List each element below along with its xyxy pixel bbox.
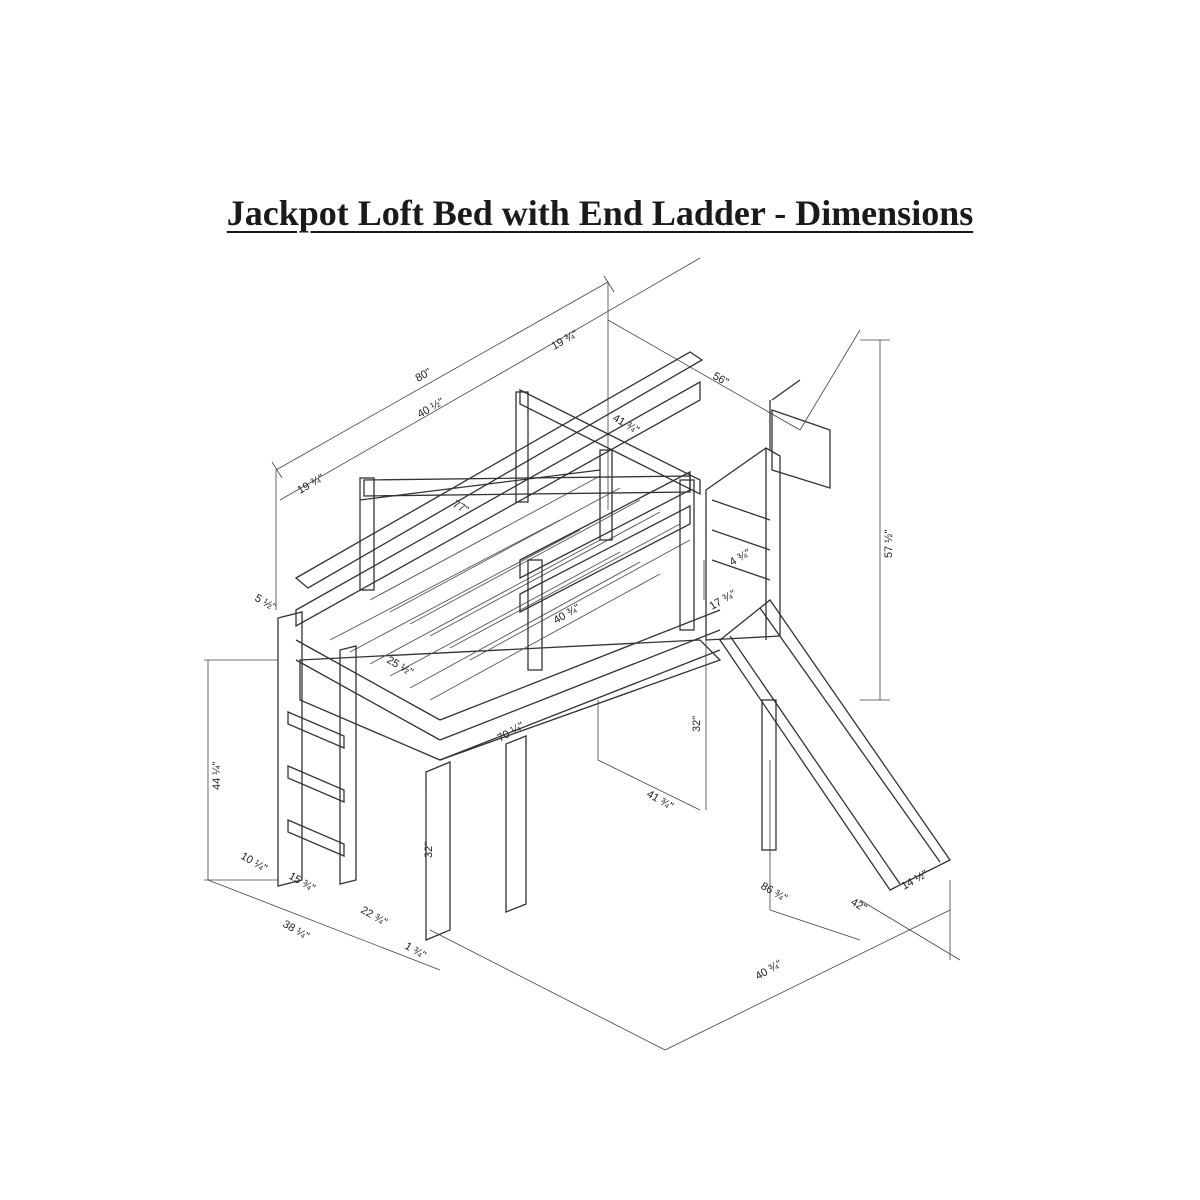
lower-dimension-lines (204, 339, 961, 1051)
label-slide-offset: 42" (849, 896, 869, 915)
label-slide-width: 14 ½" (900, 868, 931, 893)
label-inner-length: 77" (451, 498, 471, 517)
bed-slats (329, 475, 691, 701)
label-width-top: 56" (711, 370, 731, 389)
label-post-top: 5 ½" (253, 592, 278, 614)
label-side-rail: 70 ¼" (496, 720, 527, 745)
label-overall-length: 80" (414, 366, 434, 385)
label-bed-length-left: 40 ½" (416, 396, 447, 421)
ladder (287, 645, 357, 885)
label-ladder-total: 38 ¼" (281, 918, 312, 943)
tower-and-slide (705, 379, 951, 891)
label-under-clearance: 32" (423, 842, 435, 858)
label-tower-width: 4 ¾" (728, 547, 753, 569)
label-tower-height: 57 ½" (883, 530, 895, 558)
label-left-segment: 19 ¾" (296, 472, 327, 497)
bed-frame (277, 351, 777, 941)
dimension-labels: 80" 40 ½" 41 ¾" 19 ¾" 19 ¾" 56" 77" 5 ½"… (211, 328, 930, 983)
label-slide-length: 86 ¾" (759, 880, 790, 905)
label-ladder-c: 22 ¾" (359, 904, 390, 929)
label-bed-length-right: 41 ¾" (611, 412, 642, 437)
label-platform-height: 32" (691, 716, 703, 732)
label-slide-run: 41 ¾" (645, 788, 676, 813)
label-overall-width: 40 ¾" (754, 958, 785, 983)
label-total-height: 44 ¼" (211, 762, 223, 790)
label-ladder-d: 1 ¾" (403, 940, 428, 962)
page-title: Jackpot Loft Bed with End Ladder - Dimen… (226, 193, 974, 233)
top-dimension-lines (271, 257, 861, 610)
label-guard-length: 40 ¾" (552, 602, 583, 627)
label-right-segment: 19 ¾" (550, 328, 581, 353)
label-tower-step: 17 ¾" (708, 588, 739, 613)
label-ladder-a: 10 ¼" (239, 850, 270, 875)
label-mattress-width: 25 ½" (385, 654, 416, 679)
